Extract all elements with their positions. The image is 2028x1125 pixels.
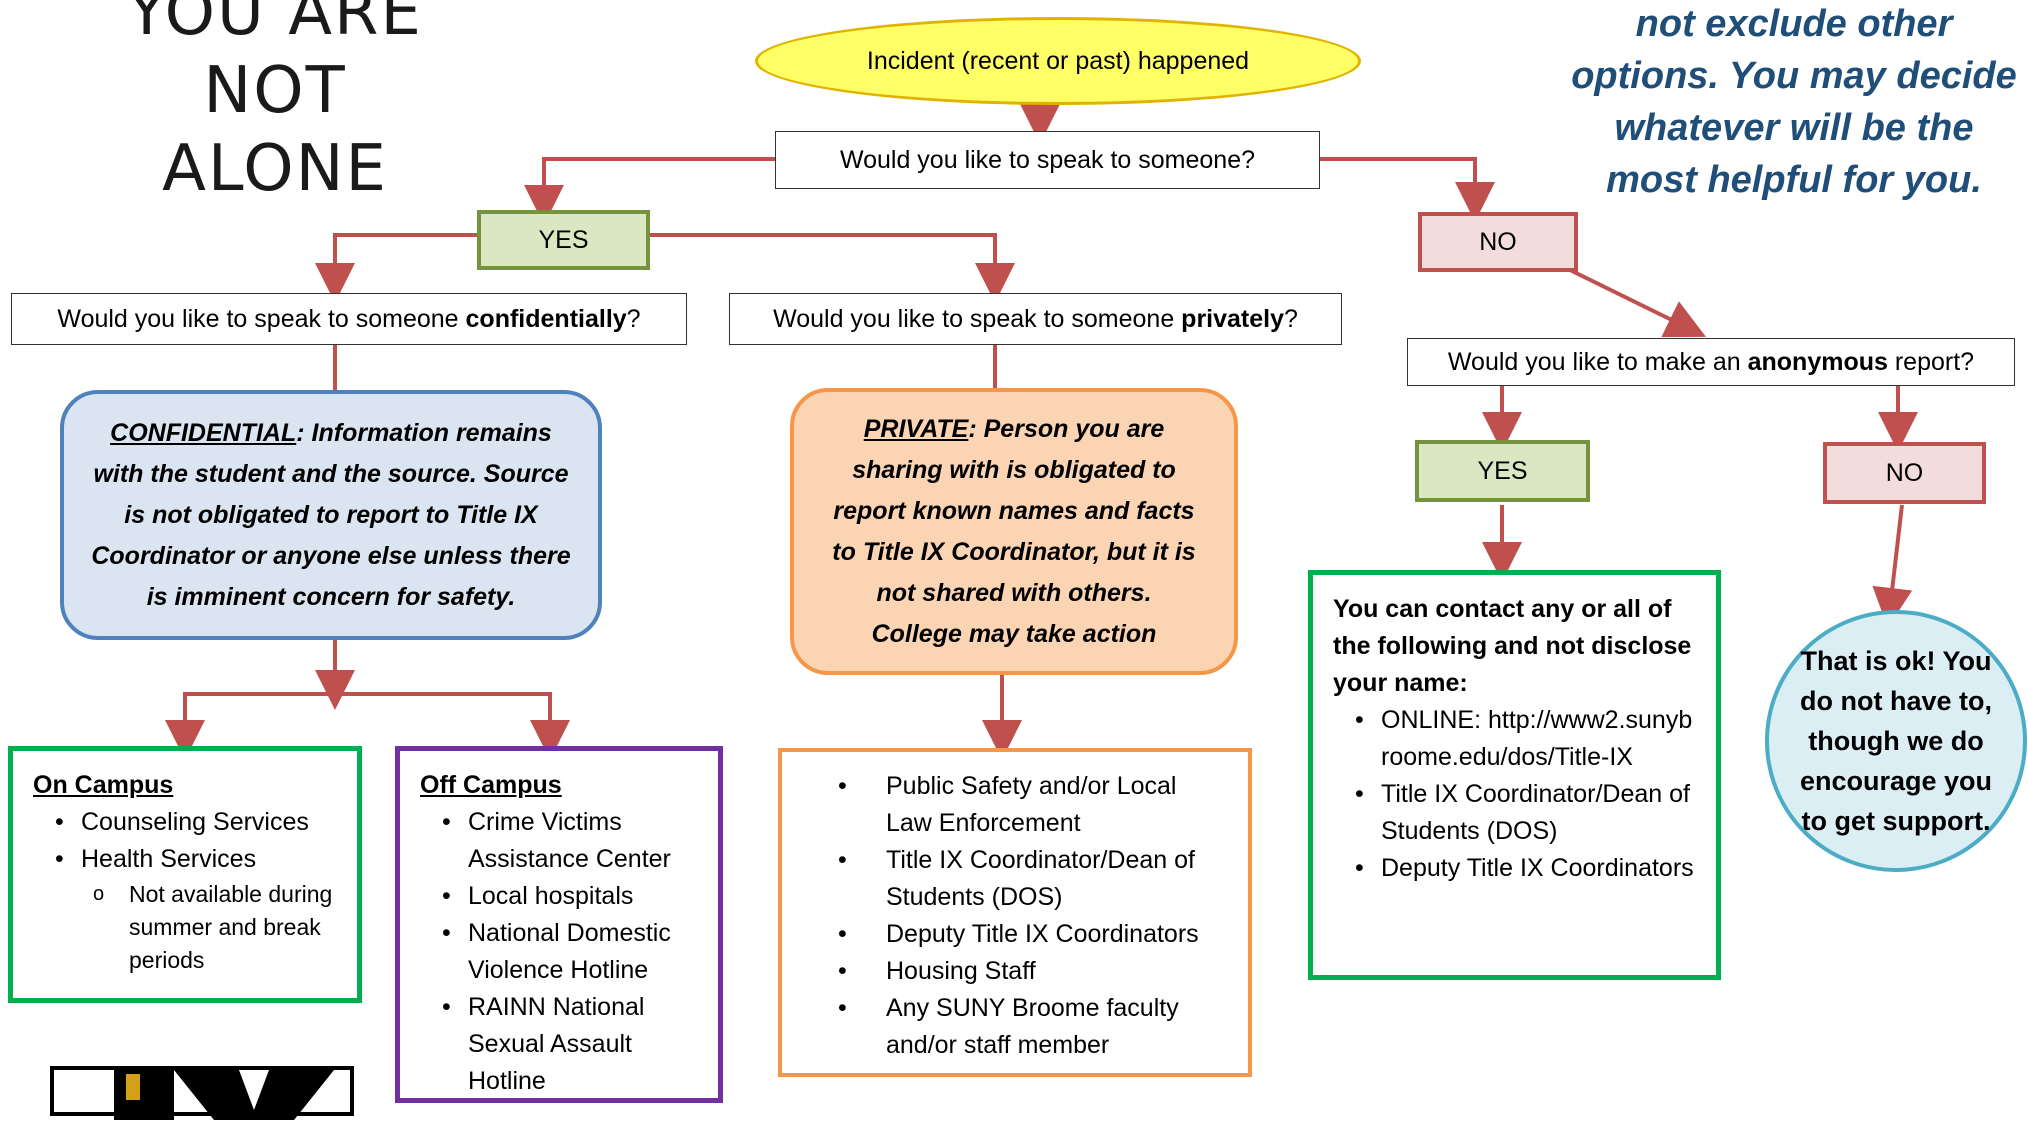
priv-line-5: not shared with others. bbox=[876, 578, 1152, 607]
college-logo bbox=[50, 1066, 354, 1120]
anonymous-contacts-box: You can contact any or all of the follow… bbox=[1308, 570, 1721, 980]
no-anonymous-tag: NO bbox=[1823, 442, 1986, 504]
priv-line-3: report known names and facts bbox=[833, 496, 1195, 525]
priv-line-4: to Title IX Coordinator, but it is bbox=[832, 537, 1196, 566]
side-note-line-2: options. You may decide bbox=[1571, 55, 2017, 97]
private-definition-box: PRIVATE: Person you are sharing with is … bbox=[790, 388, 1238, 675]
q-anon-pre: Would you like to make an bbox=[1447, 347, 1748, 376]
priv-line-1-rest: : Person you are bbox=[968, 414, 1165, 443]
anonymous-contact-item: Deputy Title IX Coordinators bbox=[1333, 850, 1696, 887]
private-contact-item: Housing Staff bbox=[802, 953, 1228, 990]
off-campus-list: Crime Victims Assistance Center Local ho… bbox=[420, 804, 698, 1100]
off-campus-item: Local hospitals bbox=[420, 878, 698, 915]
on-campus-box: On Campus Counseling Services Health Ser… bbox=[8, 746, 362, 1003]
off-campus-item: Crime Victims Assistance Center bbox=[420, 804, 698, 878]
priv-line-6: College may take action bbox=[871, 619, 1157, 648]
arrow-yes-to-priv bbox=[650, 233, 1015, 303]
arrow-no-to-anon bbox=[1569, 268, 1706, 338]
arrow-q-to-yes bbox=[524, 157, 775, 225]
side-note-line-4: most helpful for you. bbox=[1606, 159, 1982, 201]
arrow-off-campus bbox=[335, 692, 570, 760]
q-priv-pre: Would you like to speak to someone bbox=[773, 304, 1182, 333]
no-anonymous-label: NO bbox=[1885, 458, 1924, 487]
no-speak-tag: NO bbox=[1418, 212, 1578, 272]
on-campus-heading: On Campus bbox=[33, 771, 174, 799]
yes-anonymous-label: YES bbox=[1477, 456, 1528, 485]
private-contacts-list: Public Safety and/or Local Law Enforceme… bbox=[802, 768, 1228, 1064]
poster-line-1: YOU ARE bbox=[127, 0, 423, 50]
start-incident-oval: Incident (recent or past) happened bbox=[755, 17, 1361, 105]
on-campus-item: Health Services bbox=[33, 841, 337, 878]
off-campus-box: Off Campus Crime Victims Assistance Cent… bbox=[395, 746, 723, 1103]
start-incident-label: Incident (recent or past) happened bbox=[866, 46, 1250, 75]
side-note-line-1: not exclude other bbox=[1635, 3, 1953, 45]
question-anonymous-box: Would you like to make an anonymous repo… bbox=[1407, 338, 2015, 386]
arrow-q-to-no bbox=[1320, 157, 1495, 222]
private-contact-item: Any SUNY Broome faculty and/or staff mem… bbox=[802, 990, 1228, 1064]
no-speak-label: NO bbox=[1479, 227, 1517, 256]
arrow-yes-to-conf bbox=[315, 233, 477, 303]
conf-line-4: Coordinator or anyone else unless there bbox=[91, 541, 571, 570]
on-campus-list: Counseling Services Health Services bbox=[33, 804, 337, 878]
conf-line-1-rest: : Information remains bbox=[296, 418, 552, 447]
side-note-line-3: whatever will be the bbox=[1614, 107, 1974, 149]
question-speak-box: Would you like to speak to someone? bbox=[775, 131, 1320, 189]
anonymous-contact-item: ONLINE: http://www2.sunybroome.edu/dos/T… bbox=[1333, 702, 1696, 776]
private-contact-item: Deputy Title IX Coordinators bbox=[802, 916, 1228, 953]
private-contact-item: Title IX Coordinator/Dean of Students (D… bbox=[802, 842, 1228, 916]
q-conf-pre: Would you like to speak to someone bbox=[57, 304, 466, 333]
anonymous-contacts-list: ONLINE: http://www2.sunybroome.edu/dos/T… bbox=[1333, 702, 1696, 887]
arrow-no-to-circle bbox=[1872, 504, 1913, 628]
q-anon-post: report? bbox=[1887, 347, 1975, 376]
yes-speak-tag: YES bbox=[477, 210, 650, 270]
support-encouragement-circle: That is ok! You do not have to, though w… bbox=[1765, 610, 2027, 872]
anonymous-contact-item: Title IX Coordinator/Dean of Students (D… bbox=[1333, 776, 1696, 850]
conf-line-3: is not obligated to report to Title IX bbox=[124, 500, 538, 529]
poster-line-2: NOT ALONE bbox=[162, 54, 388, 206]
yes-speak-label: YES bbox=[538, 225, 589, 254]
question-private-box: Would you like to speak to someone priva… bbox=[729, 293, 1342, 345]
on-campus-item: Counseling Services bbox=[33, 804, 337, 841]
conf-line-1: CONFIDENTIAL: Information remains bbox=[110, 413, 552, 454]
off-campus-heading: Off Campus bbox=[420, 771, 562, 799]
priv-term: PRIVATE bbox=[863, 414, 969, 443]
poster-text: YOU ARE NOT ALONE bbox=[90, 0, 460, 206]
priv-line-1: PRIVATE: Person you are bbox=[864, 409, 1165, 450]
yes-anonymous-tag: YES bbox=[1415, 440, 1590, 502]
on-campus-subitem: Not available during summer and break pe… bbox=[33, 878, 337, 977]
confidential-definition-box: CONFIDENTIAL: Information remains with t… bbox=[60, 390, 602, 640]
anonymous-contacts-heading: You can contact any or all of the follow… bbox=[1333, 595, 1692, 697]
q-anon-bold: anonymous bbox=[1747, 347, 1888, 376]
off-campus-item: RAINN National Sexual Assault Hotline bbox=[420, 989, 698, 1100]
private-contacts-box: Public Safety and/or Local Law Enforceme… bbox=[778, 748, 1252, 1077]
conf-line-2: with the student and the source. Source bbox=[93, 459, 569, 488]
priv-line-2: sharing with is obligated to bbox=[852, 455, 1176, 484]
conf-term: CONFIDENTIAL bbox=[110, 418, 297, 447]
question-speak-label: Would you like to speak to someone? bbox=[839, 145, 1256, 174]
question-confidential-box: Would you like to speak to someone confi… bbox=[11, 293, 687, 345]
support-encouragement-text: That is ok! You do not have to, though w… bbox=[1799, 646, 1993, 836]
private-contact-item: Public Safety and/or Local Law Enforceme… bbox=[802, 768, 1228, 842]
q-priv-post: ? bbox=[1284, 304, 1298, 333]
side-note: not exclude other options. You may decid… bbox=[1560, 0, 2028, 208]
off-campus-item: National Domestic Violence Hotline bbox=[420, 915, 698, 989]
arrow-on-campus bbox=[165, 692, 335, 760]
conf-line-5: is imminent concern for safety. bbox=[146, 582, 516, 611]
q-conf-post: ? bbox=[626, 304, 641, 333]
q-conf-bold: confidentially bbox=[465, 304, 627, 333]
q-priv-bold: privately bbox=[1181, 304, 1285, 333]
on-campus-sublist: Not available during summer and break pe… bbox=[33, 878, 337, 977]
